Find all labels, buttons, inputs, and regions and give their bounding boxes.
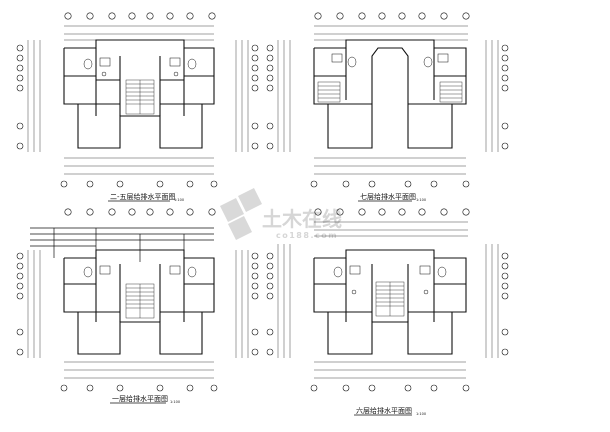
plumbing-fixtures [83,265,197,278]
building-walls [63,249,215,355]
dimension-lines-bottom [314,157,466,175]
plan-title: 一层给排水平面图 [112,394,168,403]
axis-bubbles-top [314,12,470,20]
plan-title: 二-五层给排水平面图 [110,192,176,201]
watermark-en: co188.com [276,231,338,240]
stair [375,281,405,317]
watermark-cn: 土木在线 [262,207,342,231]
dimension-lines-bottom [314,361,466,379]
plan-scale: 1:100 [416,198,426,202]
axis-bubbles-bottom [310,180,470,188]
watermark-logo-icon [220,188,262,240]
stair [317,81,463,103]
water-supply-pipes [30,227,214,262]
dimension-lines-top [314,221,468,237]
axis-bubbles-bottom [60,180,218,188]
dimension-lines-top [314,25,468,41]
plan-title: 七层给排水平面图 [360,192,416,201]
axis-bubbles-top [314,208,470,216]
plan-drawing-1 [16,208,259,392]
dimension-lines-bottom [64,157,214,175]
plan-drawing-7 [266,12,509,188]
axis-bubbles-sides [16,252,259,356]
axis-bubbles-sides [266,44,509,150]
building-walls [313,39,467,149]
axis-bubbles-sides [266,252,509,356]
plan-title: 六层给排水平面图 [356,406,412,415]
dimension-lines-bottom [64,361,214,379]
watermark: 土木在线 co188.com [220,188,342,240]
plan-drawing-6 [266,208,509,392]
building-walls [63,39,215,149]
axis-bubbles-bottom [310,384,470,392]
plan-scale: 1:100 [174,198,184,202]
plumbing-fixtures [83,57,197,77]
plan-scale: 1:100 [416,412,426,416]
axis-bubbles-sides [16,44,259,150]
axis-bubbles-top [64,12,216,20]
axis-bubbles-bottom [60,384,218,392]
plumbing-fixtures [333,265,447,295]
plan-drawing-2-5 [16,12,259,188]
dimension-lines-sides [277,40,499,152]
building-walls [313,249,467,355]
stair [125,79,155,115]
dimension-lines-sides [27,250,249,358]
axis-bubbles-top [64,208,216,216]
plumbing-fixtures [331,53,449,68]
stair [125,283,155,319]
dimension-lines-sides [27,40,249,152]
dimension-lines-top [64,25,214,41]
dimension-lines-sides [277,244,499,358]
plan-scale: 1:100 [170,400,180,404]
